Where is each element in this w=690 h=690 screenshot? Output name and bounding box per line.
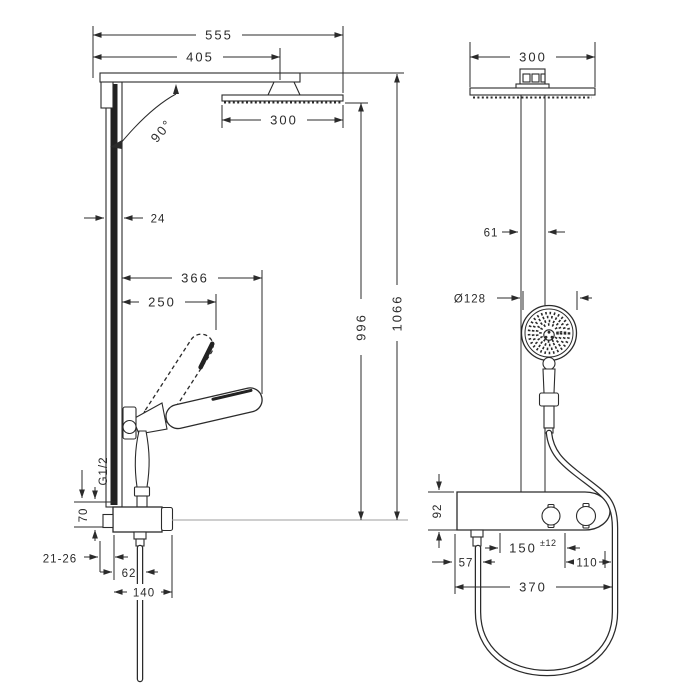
- dim-label-head-width-front: 300: [519, 50, 547, 65]
- front-view: [456, 68, 619, 677]
- dim-label-height-to-head: 996: [354, 313, 369, 341]
- hose-nut-lower: [136, 495, 148, 508]
- dim-label-wall-distance: 21-26: [43, 554, 77, 566]
- overhead-shower-front: [469, 68, 596, 99]
- dim-label-angle: 90°: [148, 116, 176, 145]
- front-view-dimensions: 300 61 Ø128 92 150 ±12 57 110 370: [428, 42, 613, 595]
- dim-label-valve-width: 370: [519, 580, 547, 595]
- dim-label-reach-min: 250: [148, 295, 176, 310]
- dim-label-valve-height: 92: [432, 504, 444, 519]
- dim-label-bar-depth: 24: [151, 214, 166, 226]
- thermostat-valve-front: [456, 491, 611, 547]
- dim-label-offset-left: 57: [459, 558, 474, 570]
- dim-label-arm-width: 405: [186, 50, 214, 65]
- side-view-dimensions: 555 405 300 90° 24 366 250 G1/2 70 21-2: [43, 26, 405, 600]
- dim-label-connection-tolerance: ±12: [540, 538, 556, 548]
- wall-bar: [100, 73, 123, 508]
- spray-nozzles: [527, 311, 571, 355]
- handle-grip: [134, 430, 150, 488]
- overhead-shower-side: [221, 81, 344, 104]
- holder-pivot: [122, 419, 137, 435]
- dim-label-hose-offset: 62: [122, 568, 137, 580]
- hand-shower-side: [122, 333, 263, 508]
- pipe-front: [520, 95, 546, 492]
- valve-knob-side: [102, 513, 114, 529]
- dim-label-handshower-diameter: Ø128: [454, 294, 486, 306]
- hand-shower-front: [520, 304, 578, 434]
- hand-shower-rest-position: [165, 387, 263, 430]
- dim-label-offset-right: 110: [576, 558, 597, 570]
- hose-nut: [133, 486, 151, 497]
- thermostat-valve-side: [102, 506, 174, 547]
- dim-label-pipe-width: 61: [484, 228, 499, 240]
- handle-joint: [542, 356, 556, 371]
- dim-label-valve-depth: 140: [133, 588, 155, 600]
- select-knob: [575, 505, 597, 527]
- handle-front: [542, 368, 556, 394]
- outlet-nut: [133, 531, 147, 540]
- dim-label-height-total: 1066: [390, 295, 405, 332]
- dim-label-reach-max: 366: [181, 271, 209, 286]
- shower-arm: [99, 72, 301, 83]
- temperature-knob: [541, 506, 561, 526]
- dim-label-total-width: 555: [205, 28, 233, 43]
- dim-label-connection-spacing: 150: [509, 541, 537, 556]
- valve-front-knob-side: [160, 506, 174, 532]
- dim-label-thread: G1/2: [98, 457, 110, 486]
- dim-label-head-width-side: 300: [270, 113, 298, 128]
- shower-hose-front: [474, 429, 619, 677]
- side-view: [99, 72, 344, 683]
- outlet-nut-front: [470, 529, 484, 538]
- dim-label-outlet-offset: 70: [78, 508, 90, 523]
